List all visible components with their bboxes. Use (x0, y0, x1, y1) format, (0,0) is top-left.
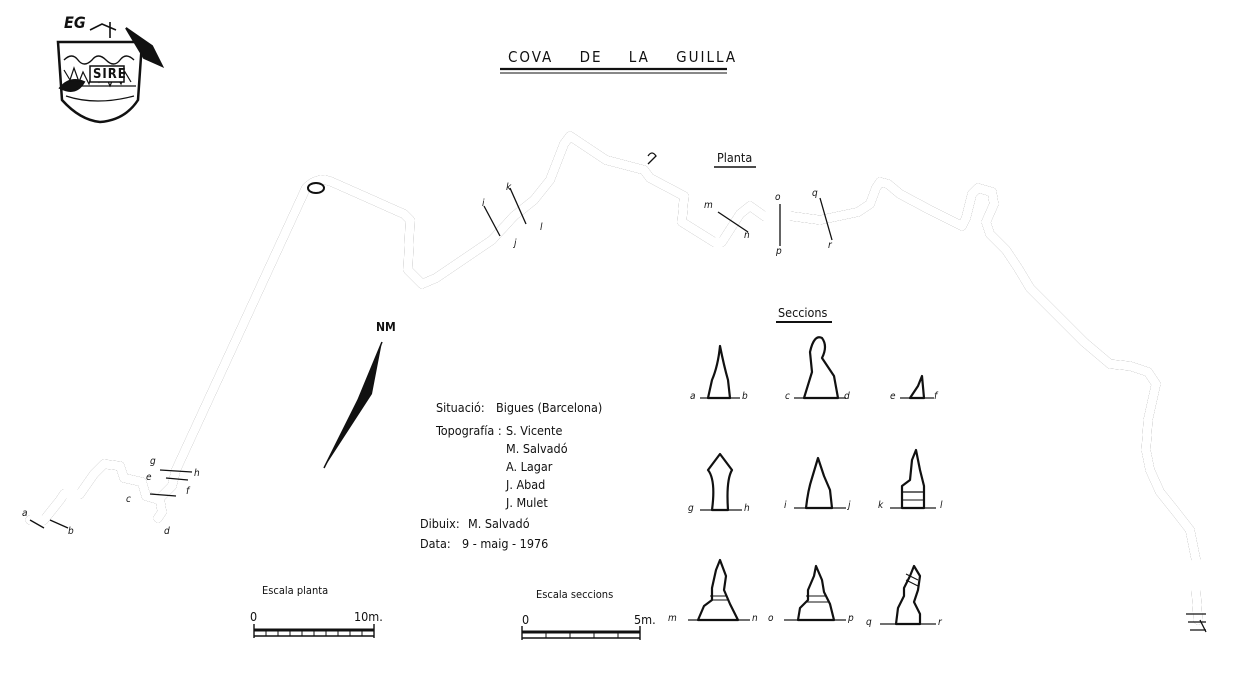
section-k-label: k (878, 500, 884, 511)
plan-marker-j: j (514, 238, 517, 249)
north-label: NM (376, 320, 396, 334)
scale-plan-label: Escala planta (262, 584, 329, 597)
plan-marker-b: b (68, 526, 74, 537)
section-e-label: e (890, 391, 896, 402)
section-c-label: c (785, 391, 790, 402)
surveyor-5: J. Mulet (506, 495, 548, 510)
data-value: 9 - maig - 1976 (462, 536, 549, 551)
scale-plan-bar (253, 624, 375, 638)
section-profiles (688, 336, 936, 626)
data-label: Data: (420, 536, 451, 551)
scale-sections-end: 5m. (634, 612, 656, 627)
section-o-label: o (768, 613, 774, 624)
north-arrow-icon (323, 341, 383, 469)
plan-marker-q: q (812, 188, 818, 199)
club-logo (56, 22, 165, 124)
section-l-label: l (940, 500, 943, 511)
plan-marker-h: h (194, 468, 200, 479)
scale-plan-start: 0 (250, 609, 258, 624)
cave-plan (25, 131, 1203, 625)
section-i-label: i (784, 500, 787, 511)
plan-marker-n: n (744, 230, 750, 241)
section-a-label: a (690, 391, 696, 402)
section-g-label: g (688, 503, 694, 514)
section-q-label: q (866, 617, 872, 628)
section-d-label: d (844, 391, 850, 402)
plan-section-cuts (29, 152, 1207, 633)
plan-marker-r: r (828, 240, 832, 251)
sections-heading: Seccions (778, 305, 828, 320)
plan-marker-g: g (150, 456, 156, 467)
scale-sections-label: Escala seccions (536, 588, 614, 601)
situacio-label: Situació: (436, 400, 485, 415)
section-j-label: j (848, 500, 851, 511)
dibuix-label: Dibuix: (420, 516, 460, 531)
section-f-label: f (934, 391, 938, 402)
logo-monogram: EG (64, 13, 86, 32)
logo-text: SIRE (93, 67, 127, 82)
scale-sections-bar (521, 626, 641, 640)
plan-marker-e: e (146, 472, 152, 483)
section-p-label: p (848, 613, 854, 624)
page-title: COVA DE LA GUILLA (508, 48, 738, 66)
plan-marker-i: i (482, 198, 485, 209)
section-h-label: h (744, 503, 750, 514)
surveyor-1: S. Vicente (506, 423, 563, 438)
plan-marker-o: o (775, 192, 781, 203)
plan-marker-f: f (186, 486, 190, 497)
plan-marker-m: m (704, 200, 713, 211)
plan-marker-k: k (506, 182, 512, 193)
situacio-value: Bigues (Barcelona) (496, 400, 603, 415)
plan-marker-p: p (776, 246, 782, 257)
plan-marker-a: a (22, 508, 28, 519)
plan-marker-l: l (540, 222, 543, 233)
plan-marker-c: c (126, 494, 131, 505)
plan-heading: Planta (717, 150, 753, 165)
plan-marker-d: d (164, 526, 170, 537)
section-m-label: m (668, 613, 677, 624)
surveyor-4: J. Abad (506, 477, 546, 492)
surveyor-2: M. Salvadó (506, 441, 568, 456)
section-b-label: b (742, 391, 748, 402)
scale-sections-start: 0 (522, 612, 530, 627)
section-n-label: n (752, 613, 758, 624)
section-r-label: r (938, 617, 942, 628)
dibuix-value: M. Salvadó (468, 516, 530, 531)
topografia-label: Topografía : (436, 423, 502, 438)
surveyor-3: A. Lagar (506, 459, 553, 474)
scale-plan-end: 10m. (354, 609, 383, 624)
